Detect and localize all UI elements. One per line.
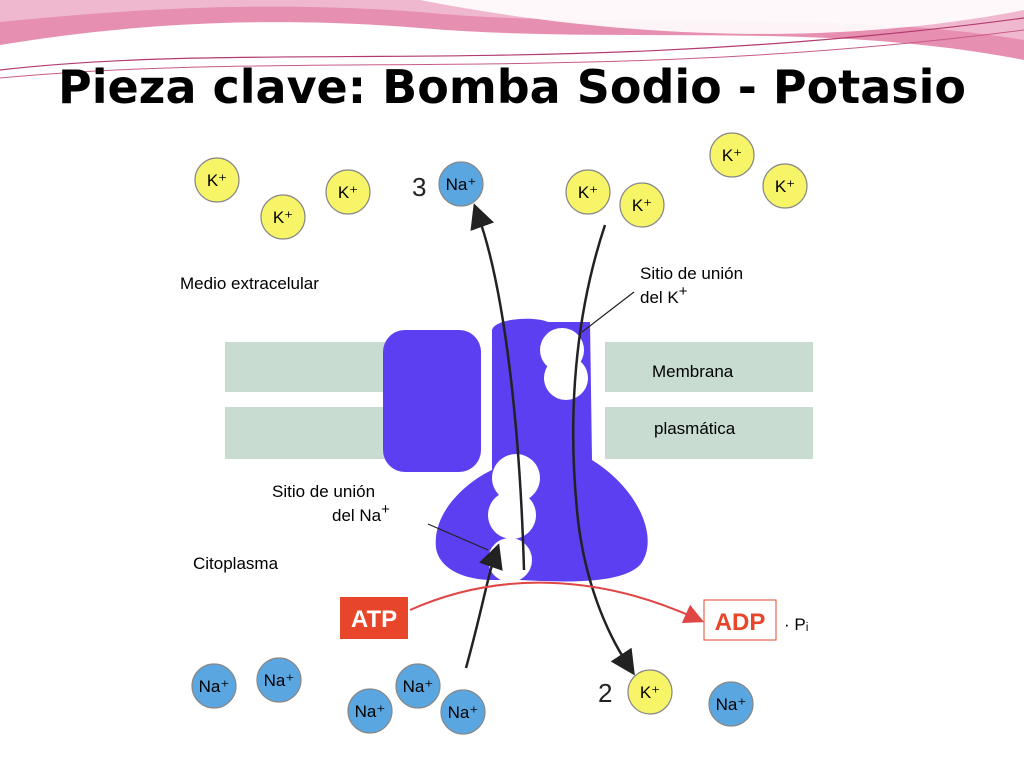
svg-text:Na⁺: Na⁺ [716, 695, 747, 714]
atp-box: ATP [340, 597, 408, 639]
slide-title: Pieza clave: Bomba Sodio - Potasio [57, 60, 966, 114]
na-ion: Na⁺ [440, 689, 486, 735]
k-ion: K⁺ [325, 169, 371, 215]
k-ion: K⁺ [762, 163, 808, 209]
sodium-potassium-pump [383, 318, 648, 582]
k-ion: K⁺ [619, 182, 665, 228]
membrane-label-line2: plasmática [654, 419, 736, 438]
na-ion-transported: Na⁺ [438, 161, 484, 207]
k-ion: K⁺ [260, 194, 306, 240]
svg-text:K⁺: K⁺ [338, 183, 358, 202]
k-ion: K⁺ [194, 157, 240, 203]
svg-text:Na⁺: Na⁺ [199, 677, 230, 696]
na-ion: Na⁺ [395, 663, 441, 709]
svg-text:Na⁺: Na⁺ [403, 677, 434, 696]
na-site-label-line2: del Na+ [332, 501, 390, 525]
k-ion: K⁺ [709, 132, 755, 178]
extracellular-label: Medio extracelular [180, 274, 319, 293]
svg-text:K⁺: K⁺ [640, 683, 660, 702]
svg-text:Na⁺: Na⁺ [355, 702, 386, 721]
svg-text:Na⁺: Na⁺ [264, 671, 295, 690]
na-ion: Na⁺ [191, 663, 237, 709]
na-site-label-line1: Sitio de unión [272, 482, 375, 501]
svg-text:ADP: ADP [715, 609, 766, 636]
k-site-label-line2: del K+ [640, 283, 688, 307]
k-site-label-line1: Sitio de unión [640, 264, 743, 283]
svg-text:Na⁺: Na⁺ [448, 703, 479, 722]
svg-text:Na⁺: Na⁺ [446, 175, 477, 194]
plasma-membrane [225, 342, 813, 459]
na-count: 3 [412, 172, 426, 202]
svg-text:K⁺: K⁺ [207, 171, 227, 190]
cytoplasm-label: Citoplasma [193, 554, 279, 573]
na-ion: Na⁺ [256, 657, 302, 703]
k-ion: K⁺ [565, 169, 611, 215]
na-ion: Na⁺ [347, 688, 393, 734]
svg-text:K⁺: K⁺ [632, 196, 652, 215]
svg-text:K⁺: K⁺ [722, 146, 742, 165]
k-count: 2 [598, 678, 612, 708]
k-ion-transported: K⁺ [627, 669, 673, 715]
transport-arrows [409, 203, 705, 676]
phosphate-label: · Pᵢ [784, 615, 808, 634]
membrane-label-line1: Membrana [652, 362, 734, 381]
adp-box: ADP [703, 599, 777, 641]
na-ion: Na⁺ [708, 681, 754, 727]
svg-text:ATP: ATP [351, 606, 397, 633]
svg-text:K⁺: K⁺ [578, 183, 598, 202]
svg-text:K⁺: K⁺ [775, 177, 795, 196]
header-decoration [0, 0, 1024, 79]
svg-text:K⁺: K⁺ [273, 208, 293, 227]
